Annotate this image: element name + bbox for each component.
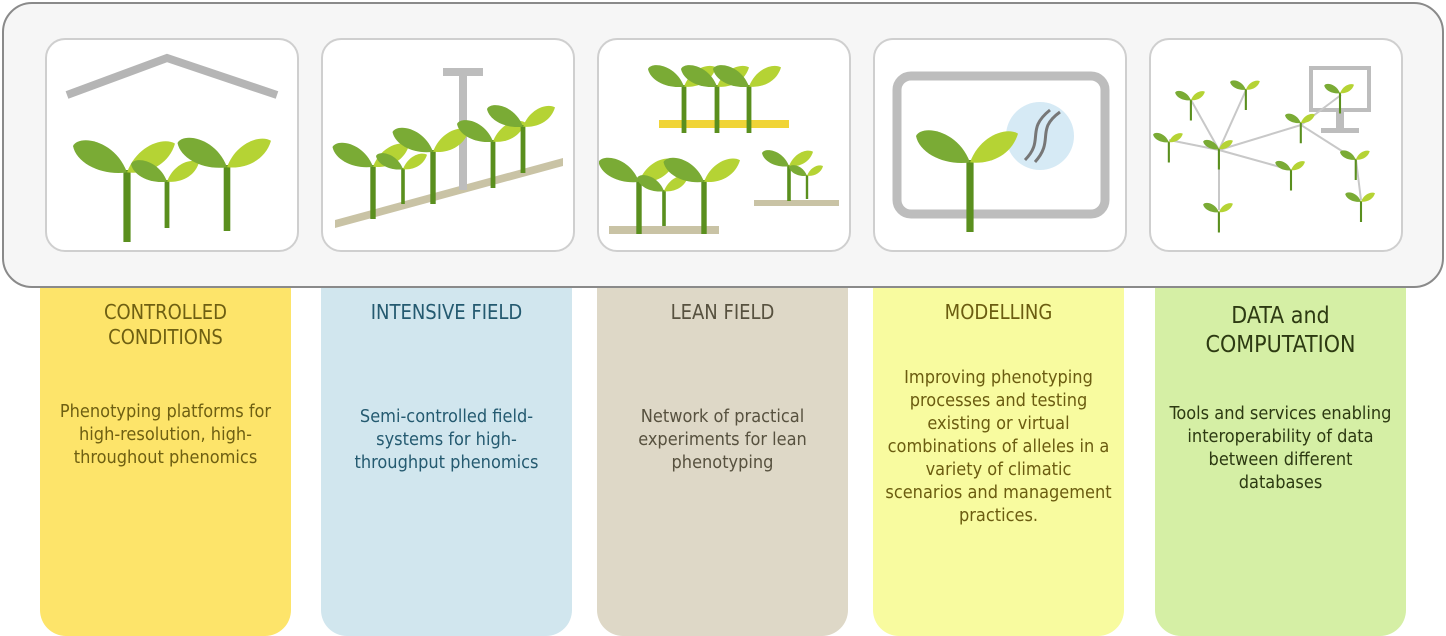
column-title: MODELLING xyxy=(944,300,1053,324)
column-title: LEAN FIELD xyxy=(670,300,775,324)
column-lean-field: LEAN FIELD Network of practical experime… xyxy=(597,288,848,636)
data-network-icon xyxy=(1149,38,1403,252)
field-sensor-plants-icon xyxy=(321,38,575,252)
column-title: DATA and COMPUTATION xyxy=(1205,303,1356,358)
column-title: INTENSIVE FIELD xyxy=(370,300,523,324)
column-description: Tools and services enabling interoperabi… xyxy=(1169,403,1392,493)
column-controlled-conditions: CONTROLLED CONDITIONS Phenotyping platfo… xyxy=(40,288,291,636)
network-plots-icon xyxy=(597,38,851,252)
column-data-and-computation: DATA and COMPUTATION Tools and services … xyxy=(1155,288,1406,636)
column-title: CONTROLLED CONDITIONS xyxy=(103,300,228,349)
column-description: Improving phenotyping processes and test… xyxy=(885,367,1112,526)
column-intensive-field: INTENSIVE FIELD Semi-controlled field-sy… xyxy=(321,288,572,636)
column-modelling: MODELLING Improving phenotyping processe… xyxy=(873,288,1124,636)
greenhouse-plants-icon xyxy=(45,38,299,252)
column-description: Semi-controlled field-systems for high-t… xyxy=(354,406,539,473)
column-description: Network of practical experiments for lea… xyxy=(638,406,807,473)
screen-plant-dna-icon xyxy=(873,38,1127,252)
column-description: Phenotyping platforms for high-resolutio… xyxy=(59,401,272,468)
